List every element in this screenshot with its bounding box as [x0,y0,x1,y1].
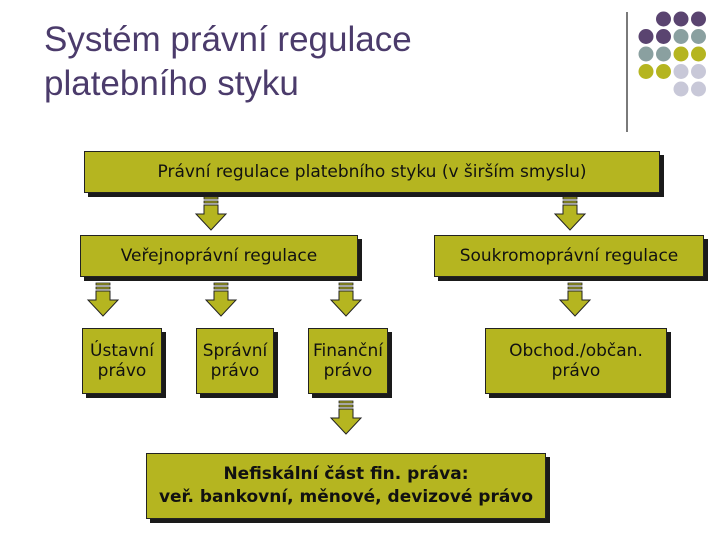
box-constitutional-law-label: Ústavní právo [90,341,154,381]
box-private-law: Soukromoprávní regulace [434,235,704,277]
box-financial-law-label: Finanční právo [312,341,384,381]
box-public-law-label: Veřejnoprávní regulace [120,246,318,266]
arrow-down-icon [330,282,362,317]
arrow-down-icon [195,196,227,231]
decor-dot [691,46,706,62]
box-financial-law: Finanční právo [308,328,388,394]
arrow-down-icon [205,282,237,317]
box-nonfiscal-finance: Nefiskální část fin. práva: veř. bankovn… [146,453,546,519]
decor-dot [656,46,671,62]
decor-divider-line [626,12,628,132]
arrow-down-icon [559,282,591,317]
decor-dot [656,64,671,79]
decor-dot [673,81,689,97]
decor-dot [691,11,706,27]
decor-dot [691,29,706,44]
box-commercial-law: Obchod./občan. právo [485,328,667,394]
box-payment-regulation-label: Právní regulace platebního styku (v širš… [157,162,587,182]
decor-dot [656,29,671,44]
title-line-2: platebního styku [44,64,299,103]
decor-dot [673,11,689,27]
box-administrative-law: Správní právo [196,328,274,394]
box-private-law-label: Soukromoprávní regulace [459,246,679,266]
decor-dot [691,64,706,79]
decor-dot [673,29,689,44]
decor-dot [638,29,654,44]
box-commercial-law-label: Obchod./občan. právo [509,341,643,381]
arrow-down-icon [554,196,586,231]
decor-dot [638,64,654,79]
box-administrative-law-label: Správní právo [202,341,268,381]
title-line-1: Systém právní regulace [44,20,412,59]
box-public-law: Veřejnoprávní regulace [80,235,358,277]
decor-dot [656,11,671,27]
box-constitutional-law: Ústavní právo [82,328,162,394]
box-nonfiscal-finance-label: Nefiskální část fin. práva: veř. bankovn… [158,464,534,507]
decor-dot [691,81,706,97]
box-payment-regulation: Právní regulace platebního styku (v širš… [84,151,660,193]
decor-dot [673,46,689,62]
decor-dot [638,46,654,62]
decor-dot [673,64,689,79]
arrow-down-icon [330,400,362,435]
slide-title: Systém právní regulace platebního styku [44,18,604,106]
arrow-down-icon [87,282,119,317]
